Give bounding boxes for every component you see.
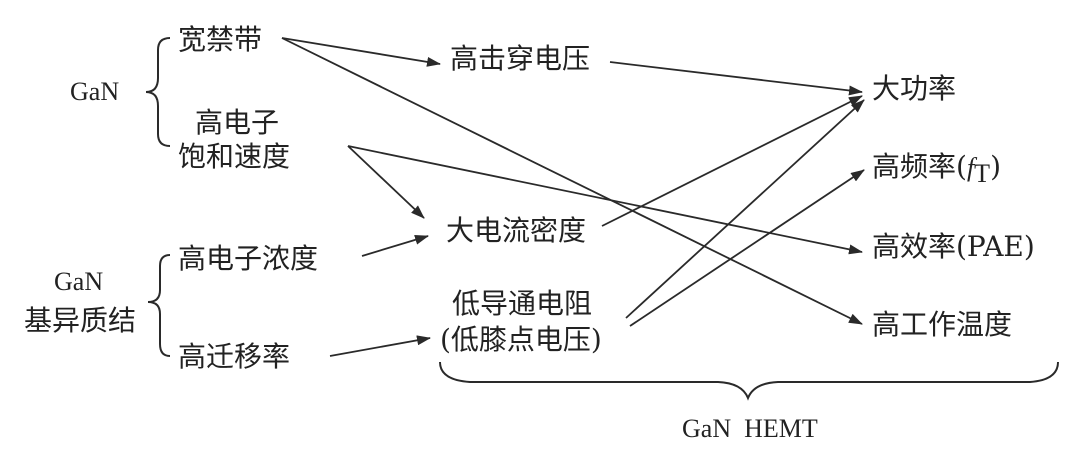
gan-material-brace [145,37,171,147]
node-high-current-density: 大电流密度 [446,214,586,247]
node-high-efficiency: 高效率(PAE) [872,230,1035,263]
arrow-bandgap-to-breakdown [281,37,441,67]
high-frequency-symbol: f [967,153,978,182]
arrow-resistance-to-frequency [629,169,865,327]
hemt-label: GaN HEMT [682,414,818,443]
arrow-current-to-power [601,95,863,227]
arrow-resistance-to-power [625,99,865,319]
arrow-breakdown-to-power [609,61,863,96]
node-low-on-resistance-line2: (低膝点电压) [440,323,602,356]
arrow-mobility-to-resistance [329,335,431,357]
arrow-bandgap-to-temperature [281,37,863,325]
node-low-on-resistance-line1: 低导通电阻 [452,287,592,320]
high-frequency-prefix: 高频率( [872,150,967,183]
node-high-temperature: 高工作温度 [872,308,1012,341]
gan-hetero-label-line1: GaN [54,267,103,296]
gan-material-label: GaN [70,77,119,106]
arrow-velocity-to-current [347,145,425,219]
node-high-mobility: 高迁移率 [178,340,290,373]
node-high-sat-velocity-line1: 高电子 [195,106,279,139]
node-high-sat-velocity-line2: 饱和速度 [178,140,290,173]
node-high-frequency: 高频率(fT) [872,150,1001,188]
node-wide-bandgap: 宽禁带 [178,23,262,56]
gan-hetero-brace [147,254,171,357]
high-frequency-suffix: ) [990,150,1001,183]
node-high-breakdown: 高击穿电压 [450,42,590,75]
hemt-brace [439,361,1059,401]
high-frequency-subscript: T [974,159,990,188]
gan-hetero-label-line2: 基异质结 [24,304,136,337]
arrow-concentration-to-current [361,234,429,257]
node-high-power: 大功率 [872,72,956,105]
node-high-e-concentration: 高电子浓度 [178,242,318,275]
arrow-velocity-to-efficiency [347,145,863,255]
